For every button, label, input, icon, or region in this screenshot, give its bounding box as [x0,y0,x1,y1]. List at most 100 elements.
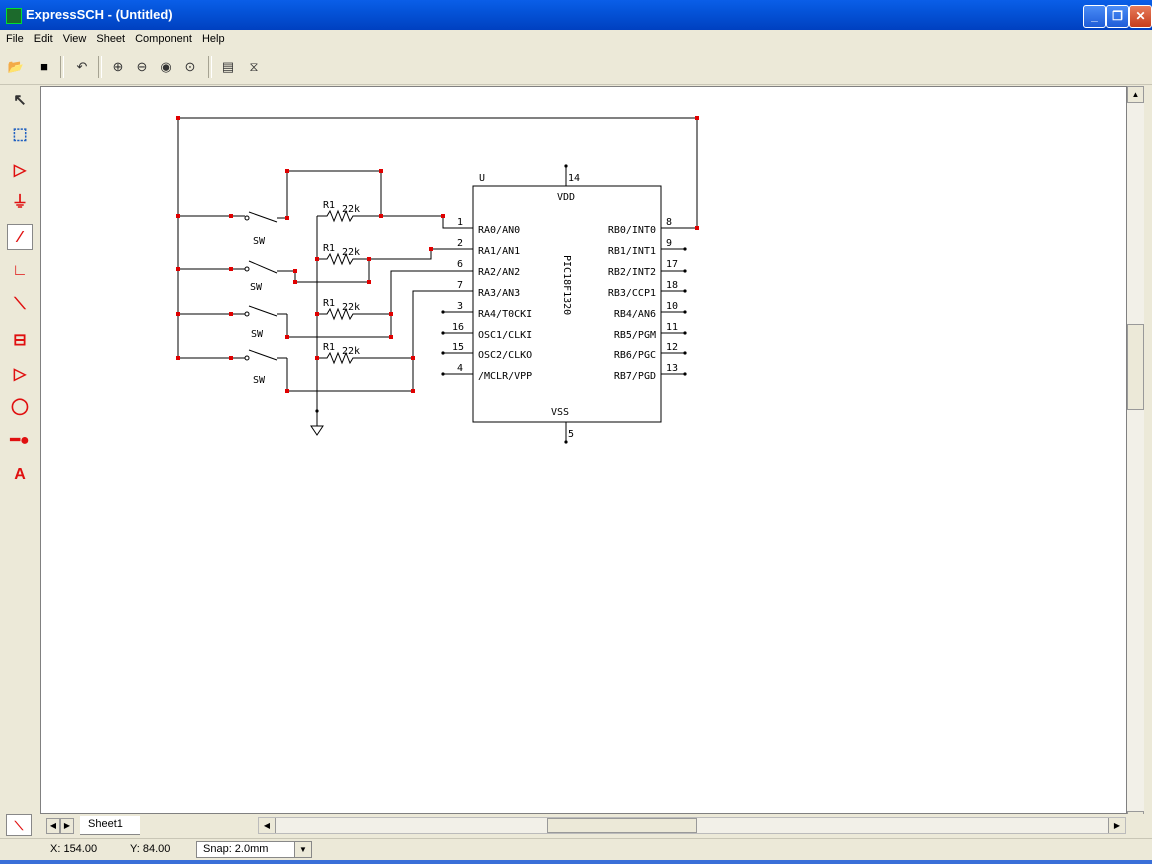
cursor-x: X: 154.00 [50,843,98,855]
switch-label: SW [250,282,263,293]
circle-icon[interactable]: ◯ [11,398,29,415]
right-pin-name: RB2/INT2 [608,267,656,278]
right-pin-name: RB1/INT1 [608,246,656,257]
buffer-icon[interactable]: ▷ [13,162,27,179]
save-icon[interactable]: ■ [40,59,48,74]
ground-icon[interactable]: ⏚ [11,194,28,211]
right-pin-name: RB0/INT0 [608,225,656,236]
right-pin-name: RB5/PGM [614,330,656,341]
zoom-in-icon[interactable]: ⊕ [112,59,124,74]
text-icon[interactable]: A [14,466,26,483]
chip-part: PIC18F1320 [561,255,572,315]
zoom-select-icon[interactable]: ⬚ [12,126,28,143]
switch-1 [231,211,287,223]
right-pin-num: 12 [666,342,678,353]
wire-top-loop [178,117,698,229]
scroll-right-icon[interactable]: ▶ [1108,818,1125,833]
chip-vss: VSS [551,407,569,418]
resistor-ref: R1 [323,342,335,353]
scroll-left-icon[interactable]: ◀ [259,818,276,833]
zoom-area-icon[interactable]: ◉ [160,59,172,74]
scroll-up-icon[interactable]: ▲ [1127,86,1144,103]
horizontal-scrollbar[interactable]: ◀ ▶ [258,817,1126,834]
wire-icon[interactable]: ⁄ [7,224,33,250]
menu-bar: File Edit View Sheet Component Help [0,30,1152,50]
switch-2 [231,260,287,274]
chip-vdd-pin: 14 [568,173,580,184]
resistor-ref: R1 [323,243,335,254]
pin-icon[interactable]: ━● [10,432,30,449]
app-icon [6,8,22,24]
title-bar: ExpressSCH - (Untitled) _ ❐ ✕ [0,0,1152,30]
menu-component[interactable]: Component [135,33,192,45]
window-title: ExpressSCH - (Untitled) [26,7,173,22]
snap-value: Snap: 2.0mm [203,843,269,855]
tab-next-icon[interactable]: ▶ [60,818,74,834]
right-pin-name: RB3/CCP1 [608,288,656,299]
chip-vdd: VDD [557,192,575,203]
schematic-drawing: U VDD 14 VSS 5 PIC18F1320 RA0/AN0 RA1/AN… [176,116,699,444]
bus-icon[interactable]: ∟ [12,262,28,279]
switch-label: SW [253,375,266,386]
tab-prev-icon[interactable]: ◀ [46,818,60,834]
left-pin-num: 3 [457,301,463,312]
right-pin-num: 11 [666,322,678,333]
right-pin-name: RB6/PGC [614,350,656,361]
chevron-down-icon[interactable]: ▼ [294,842,311,857]
left-pin-name: RA3/AN3 [478,288,520,299]
resistor-ref: R1 [323,298,335,309]
menu-view[interactable]: View [62,33,87,45]
switch-3 [231,305,287,317]
schematic-canvas[interactable]: U VDD 14 VSS 5 PIC18F1320 RA0/AN0 RA1/AN… [40,86,1127,814]
right-pin-num: 13 [666,363,678,374]
right-pin-num: 9 [666,238,672,249]
undo-icon[interactable]: ↶ [76,59,88,74]
left-pin-name: /MCLR/VPP [478,371,532,382]
close-button[interactable]: ✕ [1129,5,1152,28]
left-pin-num: 4 [457,363,463,374]
chip-vss-pin: 5 [568,429,574,440]
left-pin-name: RA0/AN0 [478,225,520,236]
left-pin-name: RA2/AN2 [478,267,520,278]
switch-4 [231,349,287,361]
menu-edit[interactable]: Edit [33,33,53,45]
taskbar-edge [0,860,1152,864]
resistor-2 [317,252,369,266]
restore-button[interactable]: ❐ [1106,5,1129,28]
left-pin-num: 7 [457,280,463,291]
open-icon[interactable]: 📂 [7,59,25,74]
menu-sheet[interactable]: Sheet [96,33,126,45]
triangle-component-icon[interactable]: ▷ [13,366,27,383]
tab-sheet1[interactable]: Sheet1 [80,816,140,835]
vertical-scroll-thumb[interactable] [1127,324,1144,410]
horizontal-scroll-thumb[interactable] [547,818,697,833]
resistor-ref: R1 [323,200,335,211]
right-pin-num: 18 [666,280,678,291]
zoom-fit-icon[interactable]: ⊙ [184,59,196,74]
properties-icon[interactable]: ▤ [221,59,235,74]
select-arrow-icon[interactable]: ↖ [13,92,27,109]
menu-file[interactable]: File [6,33,24,45]
vertical-scrollbar[interactable]: ▲ ▼ [1127,86,1144,828]
switch-label: SW [251,329,264,340]
right-pin-name: RB7/PGD [614,371,656,382]
zoom-out-icon[interactable]: ⊖ [136,59,148,74]
left-pin-name: OSC1/CLKI [478,330,532,341]
minimize-button[interactable]: _ [1083,5,1106,28]
component-icon[interactable]: ⧖ [249,59,259,74]
resistor-value: 22k [342,204,360,215]
menu-help[interactable]: Help [201,33,225,45]
left-toolbar: ↖ ⬚ ▷ ⏚ ⁄ ∟ ⟍ ⊟ ▷ ◯ ━● A [0,86,40,814]
component-box-icon[interactable]: ⊟ [13,332,27,349]
main-toolbar: 📂 ■ ↶ ⊕ ⊖ ◉ ⊙ ▤ ⧖ [0,50,1152,85]
right-pin-num: 8 [666,217,672,228]
snap-select[interactable]: Snap: 2.0mm ▼ [196,841,312,858]
bus-entry-icon[interactable]: ⟍ [14,296,26,313]
resistor-3 [317,307,391,321]
switch-label: SW [253,236,266,247]
right-pin-num: 17 [666,259,678,270]
resistor-value: 22k [342,302,360,313]
sheet-tab-bar: ⟍ ◀ ▶ Sheet1 ◀ ▶ [0,814,1152,838]
junction-tool-icon[interactable]: ⟍ [6,814,32,836]
left-pin-num: 2 [457,238,463,249]
